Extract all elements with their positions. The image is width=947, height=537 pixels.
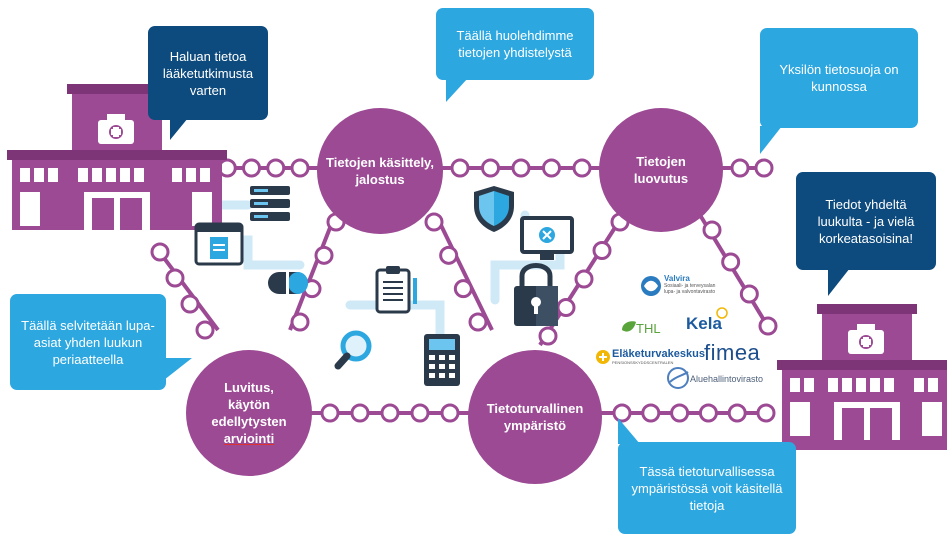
bubble-tietosuoja: Yksilön tietosuoja on kunnossa (760, 28, 918, 154)
connector-bead (592, 241, 612, 260)
connector-bead (698, 403, 718, 423)
fimea-logo: fimea (704, 340, 761, 365)
bubble-yhdistely: Täällä huolehdimme tietojen yhdistelystä (436, 8, 594, 102)
connector-bead (468, 312, 488, 332)
lock-icon (514, 263, 558, 326)
connector-bead (556, 298, 576, 317)
connector-bead (754, 158, 774, 178)
connector-bead (320, 403, 340, 423)
connector-bead (242, 158, 261, 178)
document-window-icon (194, 222, 244, 266)
connector-bead (380, 403, 400, 423)
connector-bead (290, 158, 310, 178)
connector-bead (440, 403, 460, 423)
elake-logo-mark (596, 350, 610, 364)
connector-bead (511, 158, 531, 178)
bubble-laaketutkimus: Haluan tietoa lääketutkimusta varten (148, 26, 268, 140)
connector-bead (350, 403, 370, 423)
node-tietojen-luovutus: Tietojen luovutus (599, 108, 723, 232)
connector-bead (410, 403, 430, 423)
avi-logo-mark (667, 367, 689, 389)
connector-bead (702, 220, 722, 240)
connector-bead (756, 403, 776, 423)
connector-bead (641, 403, 661, 423)
connector-bead (721, 252, 741, 272)
avi-logo: Aluehallintovirasto (690, 374, 764, 384)
connector-bead (290, 312, 310, 332)
valvira-logo-mark (641, 276, 661, 296)
connector-bead (266, 158, 286, 178)
connector-bead (542, 158, 561, 178)
thl-logo-mark (622, 321, 636, 332)
node-luvitus: Luvitus, käytön edellytysten arviointi (186, 350, 312, 476)
calculator-icon (424, 334, 460, 386)
connector-bead (538, 326, 558, 346)
bubble-yksi-luukku: Tiedot yhdeltä luukulta - ja vielä korke… (796, 172, 936, 296)
kela-logo-mark (716, 307, 728, 319)
connector-bead (453, 279, 473, 299)
node-tietojen-kasittely: Tietojen käsittely, jalostus (317, 108, 443, 234)
connector-bead (574, 269, 594, 289)
connector-bead (314, 245, 334, 265)
connector-bead (572, 158, 592, 178)
hospital-right-icon (777, 304, 947, 450)
connector-bead (165, 268, 185, 288)
hospital-left-icon (7, 84, 227, 230)
connector-bead (670, 403, 690, 423)
connector-bead (758, 316, 778, 336)
connector-bead (150, 242, 170, 262)
kela-logo: Kela (686, 314, 722, 333)
connector-bead (424, 212, 444, 232)
connector-bead (180, 294, 200, 314)
node-tietoturvallinen: Tietoturvallinen ympäristö (468, 350, 602, 484)
connector-bead (195, 320, 215, 340)
connector-bead (730, 158, 750, 178)
connector-bead (481, 158, 500, 178)
shield-icon (474, 186, 514, 232)
node-label: Tietojen luovutus (633, 154, 689, 186)
connector-bead (739, 284, 759, 304)
thl-logo: THL (636, 321, 661, 336)
elake-logo: Eläketurvakeskus PENSIONSSKYDDSCENTRALEN (612, 348, 705, 365)
connector-bead (450, 158, 470, 178)
bubble-lupa-asiat: Täällä selvitetään lupa-asiat yhden luuk… (10, 294, 192, 390)
mouse-icon (268, 272, 308, 294)
connector-bead (727, 403, 747, 423)
valvira-logo: Valvira Sosiaali- ja terveysalan lupa- j… (664, 274, 716, 295)
node-label: Luvitus, käytön edellytysten arviointi (211, 380, 287, 446)
bubble-tietoturvallinen: Tässä tietoturvallisessa ympäristössä vo… (618, 418, 796, 534)
connector-bead (439, 245, 459, 265)
node-label: Tietoturvallinen ympäristö (486, 401, 584, 433)
clipboard-icon (375, 266, 417, 314)
node-label: Tietojen käsittely, jalostus (326, 155, 434, 187)
magnifier-icon (334, 330, 372, 370)
monitor-icon (520, 216, 574, 260)
server-icon (250, 186, 290, 221)
